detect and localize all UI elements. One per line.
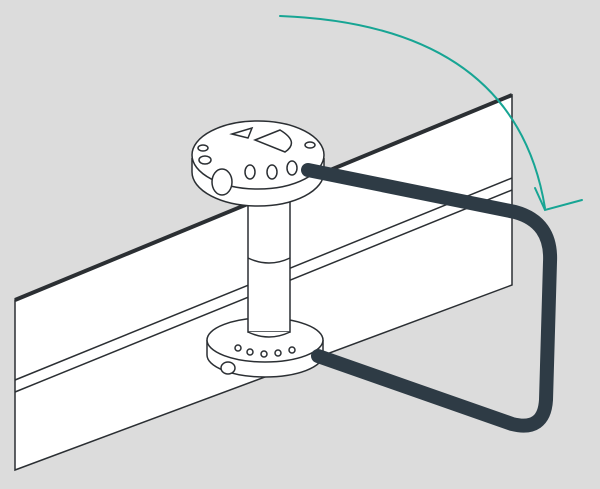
logo-mark bbox=[229, 126, 254, 139]
knob-button bbox=[211, 168, 233, 196]
logo-mark bbox=[252, 129, 293, 153]
top-knob bbox=[191, 120, 325, 207]
u-handle bbox=[301, 163, 558, 433]
post bbox=[247, 189, 291, 338]
bottom-knob bbox=[206, 317, 324, 378]
rotation-arrow bbox=[279, 15, 583, 212]
arrowhead-icon bbox=[534, 187, 583, 212]
